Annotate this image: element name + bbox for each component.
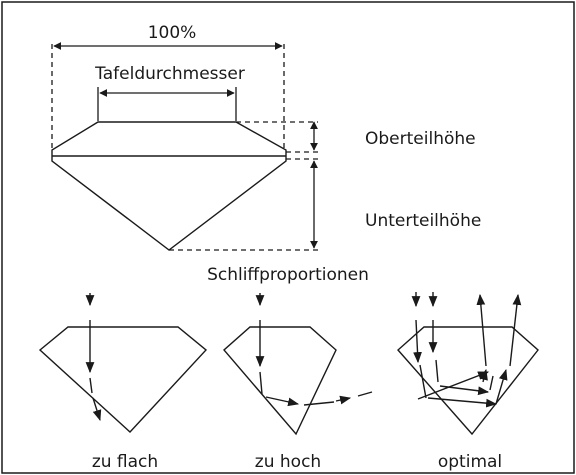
optimal-ray-3 <box>435 359 439 383</box>
optimal-ray-4 <box>439 385 490 396</box>
diamond-outline <box>51 121 287 251</box>
height-dimensions <box>169 121 318 251</box>
table-diameter-label: Tafeldurchmesser <box>94 64 245 84</box>
caption-optimal: optimal <box>438 452 502 472</box>
shallow-exit-ray <box>89 377 93 394</box>
optimal-ray-8 <box>417 371 490 400</box>
crown-height-label: Oberteilhöhe <box>365 129 476 149</box>
deep-ray-end <box>357 391 373 397</box>
cut-optimal <box>397 292 539 436</box>
table-diameter-dimension <box>97 87 237 121</box>
optimal-ray-6 <box>489 375 494 391</box>
deep-ray-1 <box>259 371 263 395</box>
optimal-internal-1 <box>413 319 422 364</box>
deep-diamond-outline <box>223 326 337 436</box>
optimal-exit-arrow-1 <box>476 293 487 367</box>
cut-too-deep <box>223 293 373 436</box>
optimal-ray-7 <box>479 368 488 383</box>
cut-too-shallow <box>38 293 208 433</box>
shallow-diamond-outline <box>38 326 208 433</box>
deep-ray-2 <box>265 396 300 407</box>
deep-ray-3 <box>303 401 335 406</box>
pavilion-height-label: Unterteilhöhe <box>365 211 481 231</box>
optimal-exit-arrow-2 <box>509 293 522 367</box>
caption-too-deep: zu hoch <box>255 452 321 472</box>
caption-too-shallow: zu flach <box>92 452 158 472</box>
total-width-label: 100% <box>148 23 197 43</box>
total-width-dimension <box>51 42 285 148</box>
optimal-ray-1 <box>419 364 427 399</box>
optimal-diamond-outline <box>397 326 539 436</box>
optimal-ray-2 <box>427 397 498 408</box>
section-title: Schliffproportionen <box>207 265 369 285</box>
deep-escape-arrow <box>335 395 352 405</box>
optimal-ray-5 <box>495 368 508 405</box>
shallow-escape-arrow <box>92 397 102 422</box>
main-diamond-profile <box>51 121 287 251</box>
